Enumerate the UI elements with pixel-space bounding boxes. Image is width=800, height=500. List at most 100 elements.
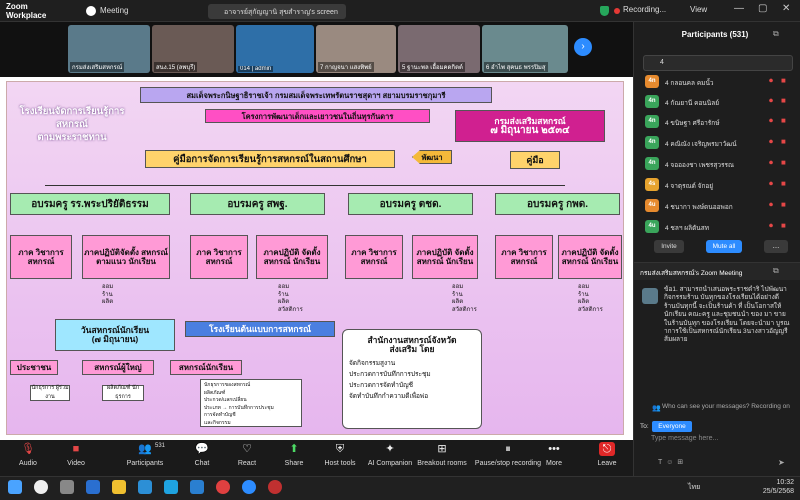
chat-visibility-note[interactable]: Who can see your messages? Recording on xyxy=(662,403,790,410)
heart-icon: ♡ xyxy=(242,443,252,455)
title-bar xyxy=(0,0,800,22)
send-icon[interactable]: ➤ xyxy=(778,458,785,467)
host-tools-button[interactable]: ⛨Host tools xyxy=(324,443,356,467)
next-page-icon[interactable]: › xyxy=(574,38,592,56)
search-icon[interactable] xyxy=(34,480,48,494)
share-button[interactable]: ⬆Share xyxy=(284,443,304,467)
minimize-icon[interactable]: — xyxy=(734,3,744,14)
camera-off-icon: ■ xyxy=(781,200,786,209)
breakout-rooms-button[interactable]: ⊞Breakout rooms xyxy=(417,443,467,467)
screen-share-pill[interactable]: อาจารย์สุกัญญานิ สุขสำราญ's screen xyxy=(208,4,346,19)
app-icon[interactable] xyxy=(86,480,100,494)
participant-name: 4 ขนิษฐา ศรีอารักษ์ xyxy=(665,120,720,127)
mic-muted-icon: ⏺ xyxy=(769,96,773,105)
participants-button[interactable]: 👥Participants xyxy=(126,443,164,467)
camera-off-icon: ■ xyxy=(781,76,786,85)
chrome-icon[interactable] xyxy=(216,480,230,494)
recording-status[interactable]: Recording... xyxy=(623,5,667,14)
video-tile[interactable]: 6 อำไพ สุคนธ พรรปิมสุ xyxy=(482,25,568,73)
video-tile[interactable]: 5 ฐานะพล เอื้อมคดกิตต์ xyxy=(398,25,480,73)
app-icon[interactable] xyxy=(138,480,152,494)
folder-icon[interactable] xyxy=(112,480,126,494)
video-tile[interactable]: กรมส่งเสริมสหกรณ์ xyxy=(68,25,150,73)
maximize-icon[interactable]: ▢ xyxy=(758,3,768,14)
task-view-icon[interactable] xyxy=(60,480,74,494)
input-language[interactable]: ไทย xyxy=(688,484,701,491)
mic-muted-icon: ⏺ xyxy=(769,137,773,146)
edge-icon[interactable] xyxy=(164,480,178,494)
project-box: โครงการพัฒนาเด็กและเยาวชนในถิ่นทุรกันดาร xyxy=(205,109,430,123)
side-title: โรงเรียนจัดการเรียนรู้การสหกรณ์ตามพระราช… xyxy=(19,106,125,143)
mic-muted-icon: ⏺ xyxy=(769,76,773,85)
mic-muted-icon: ⏺ xyxy=(769,179,773,188)
participants-icon: 👥 xyxy=(138,443,152,455)
audio-button[interactable]: 🎙Audio xyxy=(19,443,37,467)
video-button[interactable]: ■Video xyxy=(67,443,85,467)
avatar: 4n xyxy=(645,75,659,88)
chat-popout-icon[interactable]: ⧉ xyxy=(773,266,779,275)
close-icon[interactable]: ✕ xyxy=(782,3,791,14)
app-icon[interactable] xyxy=(190,480,204,494)
leave-button[interactable]: ⎋Leave xyxy=(597,442,617,467)
app-icon[interactable] xyxy=(268,480,282,494)
recipient-select[interactable]: Everyone xyxy=(652,421,692,432)
zoom-icon[interactable] xyxy=(242,480,256,494)
activity-list: ออมร้านผลิต xyxy=(102,284,114,305)
mute-all-button[interactable]: Mute all xyxy=(706,240,742,253)
participant-name: 4 จาตุรณต์ จักอยู่ xyxy=(665,183,714,190)
theory-box: ภาค วิชาการ สหกรณ์ xyxy=(495,235,553,279)
video-tile[interactable]: 014 | admin xyxy=(236,25,314,73)
share-icon: ⬆ xyxy=(289,443,299,455)
training-box: อบรมครู ตชด. xyxy=(348,193,473,215)
training-box: อบรมครู กพด. xyxy=(495,193,620,215)
react-button[interactable]: ♡React xyxy=(237,443,257,467)
ai-companion-button[interactable]: ✦AI Companion xyxy=(367,443,413,467)
invite-button[interactable]: Invite xyxy=(654,240,684,253)
participant-search-input[interactable]: 4 xyxy=(643,55,793,71)
chat-formatting-icon[interactable]: T☺⊞ xyxy=(658,459,688,466)
avatar xyxy=(642,288,658,304)
participant-name: 4 กลอนคล คมนั้ว xyxy=(665,80,714,87)
pause-recording-button[interactable]: ⏸Pause/stop recording xyxy=(474,443,542,467)
more-button[interactable]: •••More xyxy=(546,443,562,467)
meeting-toolbar xyxy=(0,440,633,476)
avatar: 4u xyxy=(645,199,659,212)
camera-off-icon: ■ xyxy=(72,443,80,455)
chat-message: ข้อ1. สามารถนำเสนอพระราชดำริ ไปพัฒนากิจก… xyxy=(664,286,790,344)
avatar: 4n xyxy=(645,95,659,108)
camera-off-icon: ■ xyxy=(781,221,786,230)
security-shield-icon[interactable] xyxy=(600,6,609,16)
windows-start-icon[interactable] xyxy=(8,480,22,494)
group-sub-box: นักธุรการ ผู้ร่วมงาน xyxy=(30,385,70,401)
participant-row[interactable]: 4n 4 กลอนคล คมนั้ว ⏺ ■ xyxy=(641,72,796,92)
video-tile[interactable]: สนง.15 (ลพบุรี) xyxy=(152,25,234,73)
panel-title: Participants (531) xyxy=(681,30,749,39)
slide-header: สมเด็จพระกนิษฐาธิราชเจ้า กรมสมเด็จพระเทพ… xyxy=(140,87,492,103)
people-icon: 👥 xyxy=(652,405,661,412)
meeting-tab[interactable]: Meeting xyxy=(100,6,129,15)
microphone-muted-icon: 🎙 xyxy=(21,443,35,455)
mic-muted-icon: ⏺ xyxy=(769,200,773,209)
chat-button[interactable]: 💬Chat xyxy=(194,443,210,467)
shared-screen: สมเด็จพระกนิษฐาธิราชเจ้า กรมสมเด็จพระเทพ… xyxy=(0,77,633,440)
breakout-icon: ⊞ xyxy=(437,443,447,455)
meeting-icon xyxy=(86,6,96,16)
avatar: 4n xyxy=(645,115,659,128)
view-menu[interactable]: View xyxy=(690,5,708,14)
popout-icon[interactable]: ⧉ xyxy=(773,29,779,38)
avatar: 4n xyxy=(645,136,659,149)
practice-box: ภาคปฏิบัติ จัดตั้งสหกรณ์ นักเรียน xyxy=(412,235,478,279)
theory-box: ภาค วิชาการ สหกรณ์ xyxy=(190,235,248,279)
camera-off-icon: ■ xyxy=(781,179,786,188)
video-tile[interactable]: 7 กาญจนา แสงทิพย์ xyxy=(316,25,396,73)
panel-more-button[interactable]: ... xyxy=(764,240,788,253)
